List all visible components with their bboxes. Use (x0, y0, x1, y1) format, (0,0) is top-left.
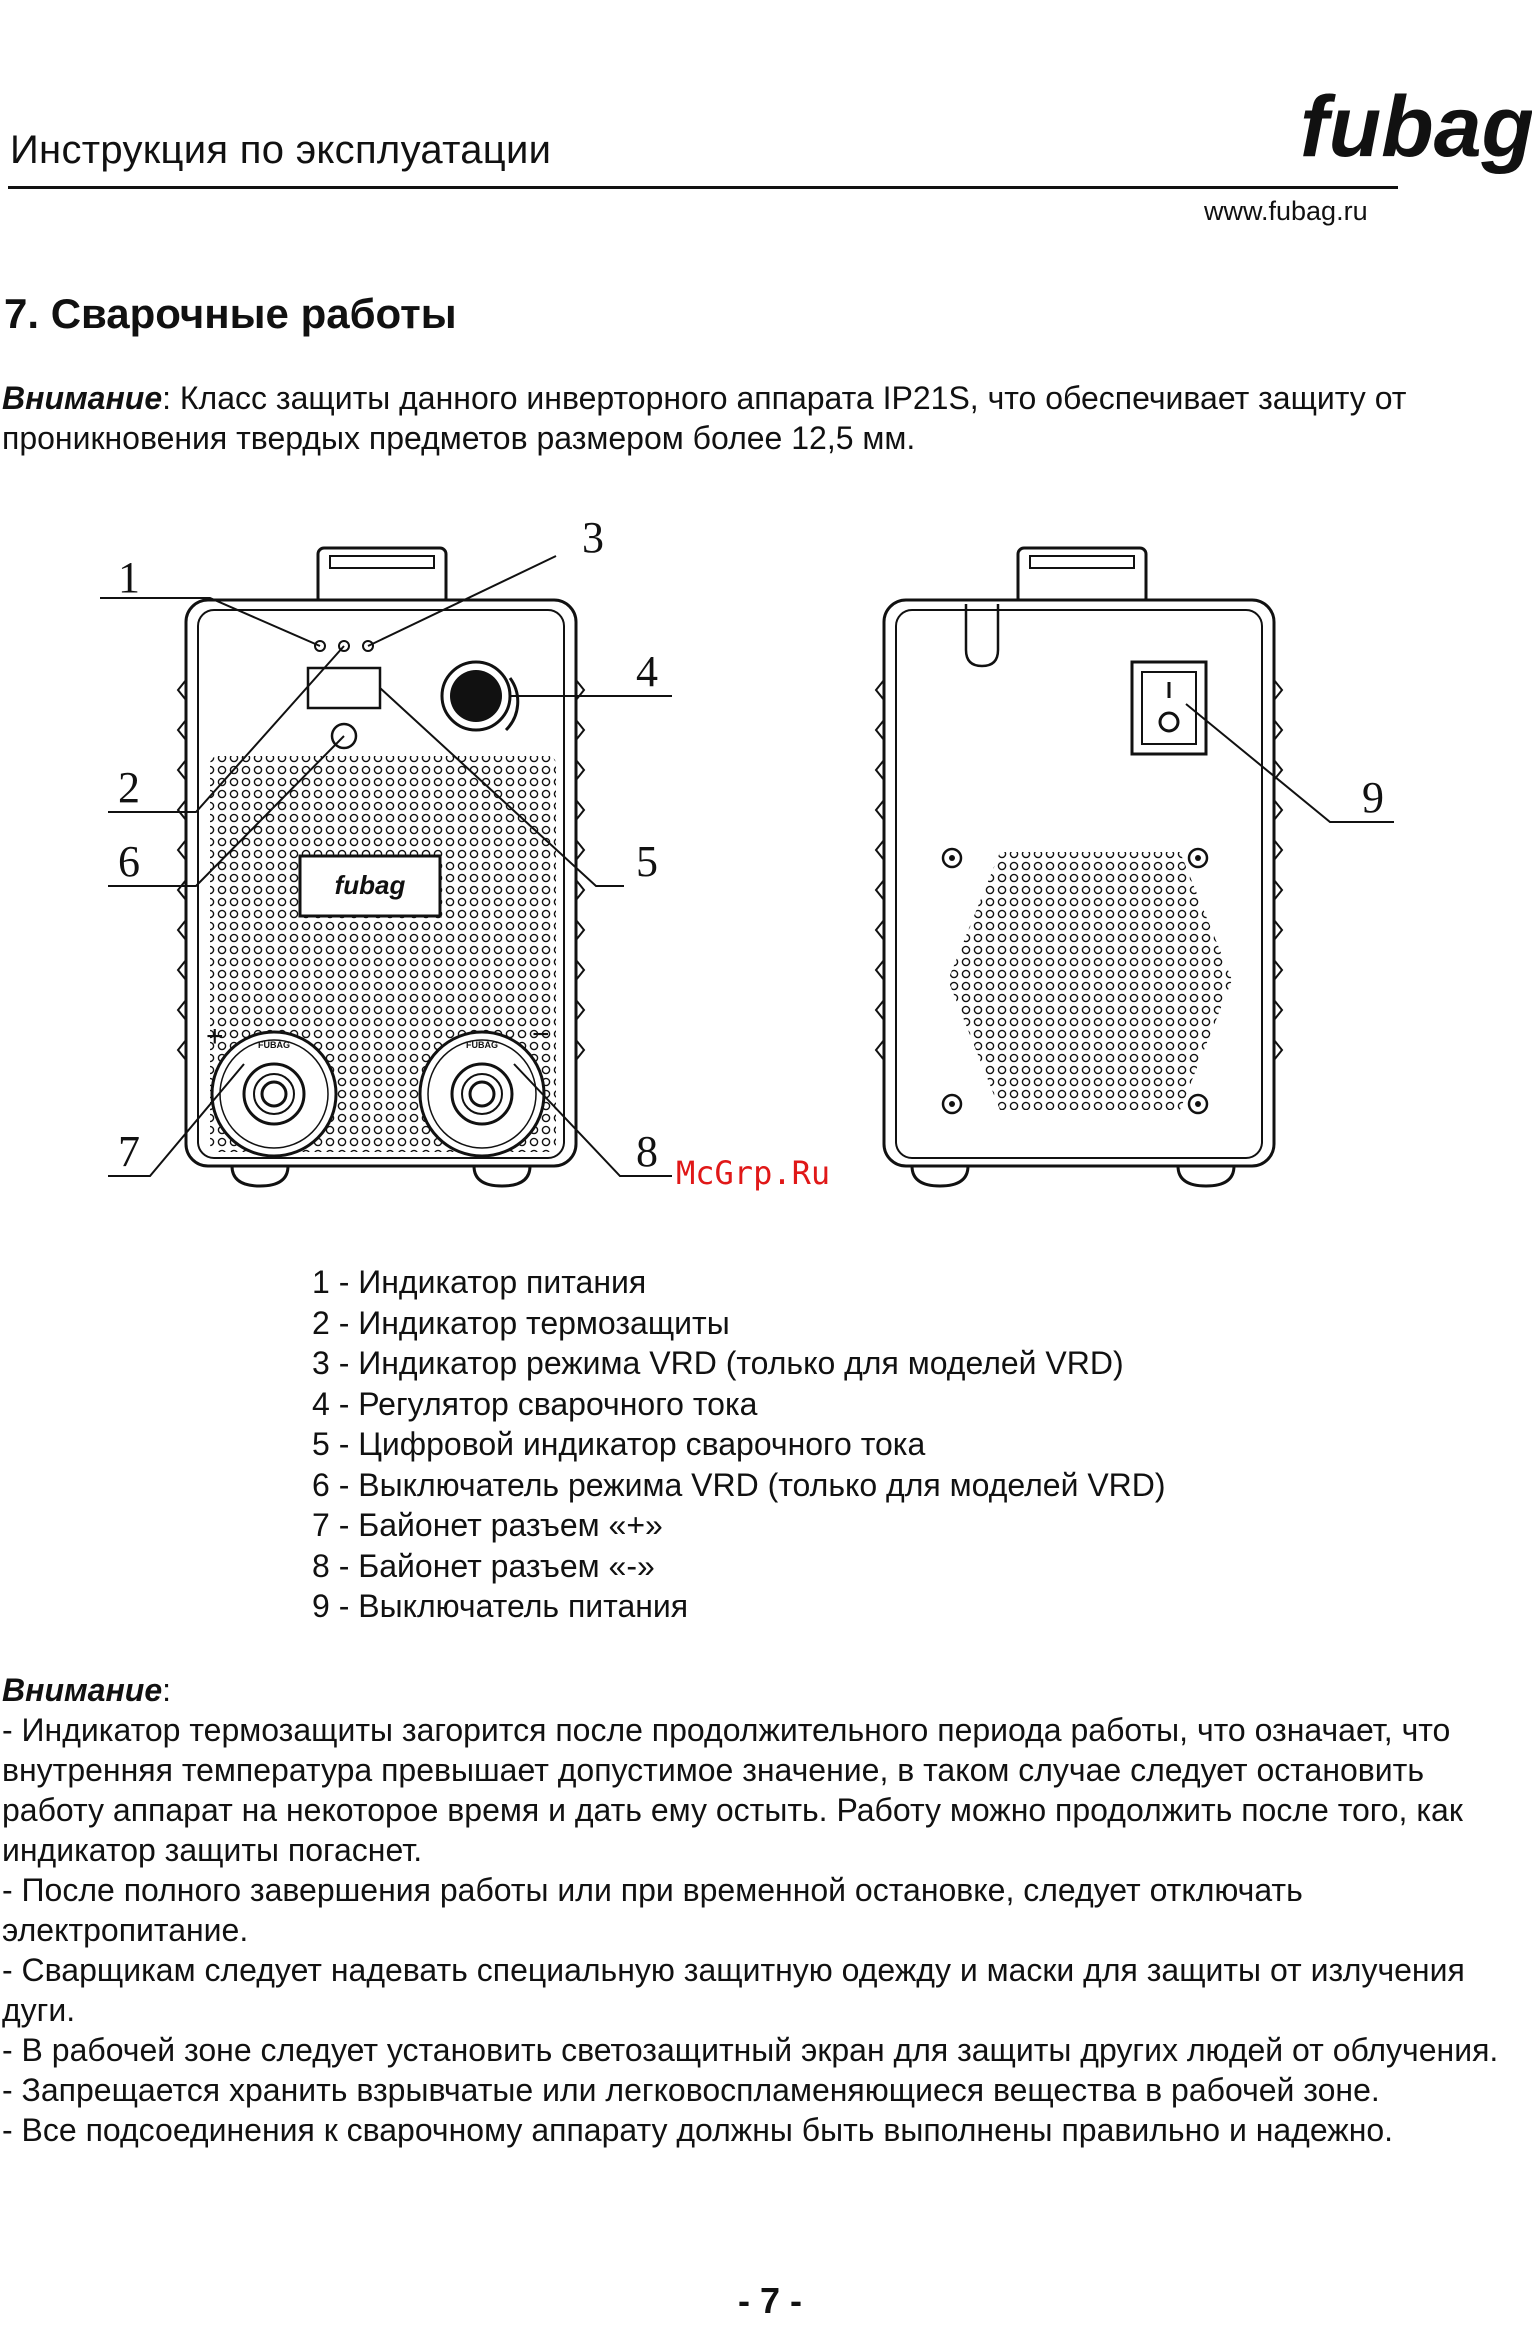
note-item: - Запрещается хранить взрывчатые или лег… (2, 2072, 1380, 2108)
callout-3: 3 (582, 513, 604, 562)
front-foot-left (230, 1165, 290, 1188)
plus-sign: + (206, 1020, 224, 1053)
front-view: fubag + − FUBAG FUBAG (176, 546, 586, 1188)
callout-4: 4 (636, 647, 658, 696)
notes-heading: Внимание: (2, 1670, 1532, 1710)
plus-connector: FUBAG (210, 1030, 338, 1158)
note-item: - Все подсоединения к сварочному аппарат… (2, 2112, 1394, 2148)
watermark: McGrp.Ru (676, 1154, 830, 1192)
legend-item: 5 - Цифровой индикатор сварочного тока (312, 1426, 926, 1462)
legend-item: 8 - Байонет разъем «-» (312, 1547, 655, 1584)
note-item: - После полного завершения работы или пр… (2, 1872, 1303, 1948)
front-foot-right (472, 1165, 532, 1188)
minus-sign: − (532, 1018, 550, 1051)
legend-item: 3 - Индикатор режима VRD (только для мод… (312, 1345, 1124, 1381)
front-leaders (100, 555, 672, 1177)
callout-6: 6 (118, 837, 140, 886)
device-figure: fubag + − FUBAG FUBAG (100, 513, 1394, 1192)
legend-item: 9 - Выключатель питания (312, 1588, 689, 1624)
section-title: 7. Сварочные работы (4, 290, 457, 337)
plus-connector-label: FUBAG (258, 1040, 290, 1050)
header-rule (8, 186, 1398, 189)
callout-7: 7 (118, 1127, 140, 1176)
minus-connector: FUBAG (418, 1030, 546, 1158)
callout-1: 1 (118, 553, 140, 602)
back-foot-left (910, 1165, 970, 1188)
brand-logo-text: fubag (1300, 79, 1532, 175)
fan-grille (948, 852, 1232, 1110)
notes-label: Внимание (2, 1672, 163, 1708)
brand-logo: fubag (1300, 79, 1532, 175)
legend-item: 7 - Байонет разъем «+» (312, 1507, 663, 1543)
component-legend: 1 - Индикатор питания 2 - Индикатор терм… (312, 1262, 1166, 1627)
warning-paragraph: Внимание: Класс защиты данного инверторн… (2, 378, 1532, 458)
warning-label: Внимание (2, 380, 163, 416)
callout-8: 8 (636, 1127, 658, 1176)
note-item: - В рабочей зоне следует установить свет… (2, 2032, 1499, 2068)
note-item: - Индикатор термозащиты загорится после … (2, 1712, 1463, 1868)
warning-text: : Класс защиты данного инверторного аппа… (2, 380, 1407, 456)
notes-colon: : (162, 1672, 172, 1708)
note-item: - Сварщикам следует надевать специальную… (2, 1952, 1465, 2028)
callout-2: 2 (118, 763, 140, 812)
minus-connector-label: FUBAG (466, 1040, 498, 1050)
page-number: - 7 - (738, 2280, 803, 2321)
legend-item: 6 - Выключатель режима VRD (только для м… (312, 1466, 1166, 1503)
callout-5: 5 (636, 837, 658, 886)
legend-item: 1 - Индикатор питания (312, 1264, 647, 1300)
back-foot-right (1176, 1165, 1236, 1188)
back-leaders (1185, 703, 1394, 823)
safety-notes: Внимание: - Индикатор термозащиты загори… (2, 1670, 1532, 2150)
panel-brand: fubag (335, 870, 406, 900)
header-title: Инструкция по эксплуатации (10, 128, 552, 172)
back-view (874, 546, 1284, 1188)
legend-item: 4 - Регулятор сварочного тока (312, 1385, 758, 1422)
callout-9: 9 (1362, 773, 1384, 822)
legend-item: 2 - Индикатор термозащиты (312, 1304, 730, 1341)
site-url: www.fubag.ru (1204, 196, 1368, 226)
current-display (306, 666, 382, 710)
